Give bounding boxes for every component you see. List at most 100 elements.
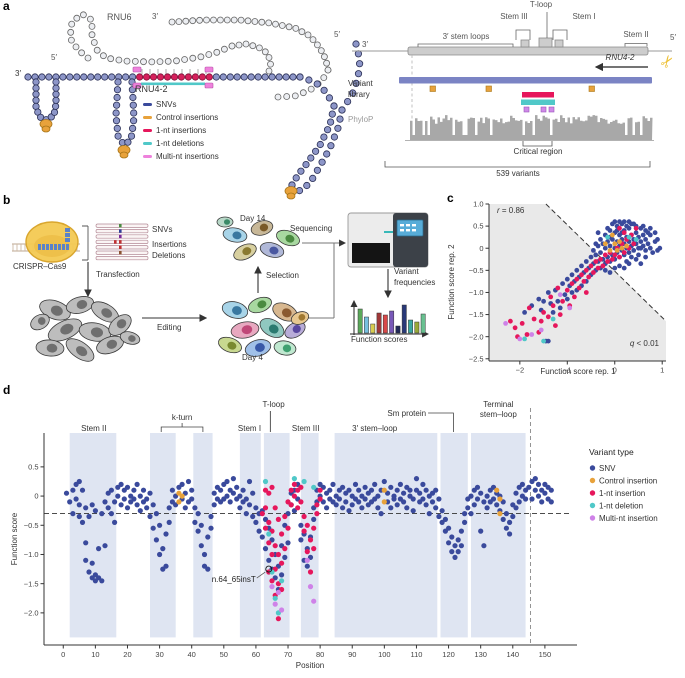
panel-a-label: a xyxy=(3,0,10,13)
sgrna-icon xyxy=(65,238,70,242)
oligo-icon xyxy=(95,223,149,228)
legend-item-label: Control insertion xyxy=(599,476,657,485)
variant-frequencies-label-2: frequencies xyxy=(394,278,436,287)
oligo-icon xyxy=(95,234,149,239)
structure-legend-item: Control insertions xyxy=(143,113,218,122)
legend-dot xyxy=(589,490,596,496)
multi-nt-marker xyxy=(132,66,142,73)
multi-nt-marker xyxy=(204,82,214,89)
legend-item-label: 1-nt deletion xyxy=(599,501,643,510)
d-x-tick-label: 90 xyxy=(348,650,356,659)
variant-annotation-label: n.64_65insT xyxy=(212,575,256,584)
d-y-tick-label: −2.0 xyxy=(24,608,39,617)
c-x-tick-label: −1 xyxy=(563,366,572,375)
d-x-tick-label: 10 xyxy=(91,650,99,659)
selected-cells-day14 xyxy=(216,216,300,261)
oligo-icon xyxy=(95,239,149,244)
selection-label: Selection xyxy=(266,271,299,280)
structure-band xyxy=(193,433,213,638)
legend-label: Control insertions xyxy=(156,113,219,122)
rnu4-structure-label: RNU4-2 xyxy=(135,84,168,94)
sequencing-label: Sequencing xyxy=(290,224,333,233)
structure-band xyxy=(150,433,176,638)
oligo-icon xyxy=(95,256,149,261)
region-bracket xyxy=(160,423,204,432)
c-y-tick-label: −2.0 xyxy=(469,332,484,341)
c-y-tick-label: 1.0 xyxy=(473,200,483,209)
c-x-tick-label: 0 xyxy=(613,366,617,375)
edited-cells-day4 xyxy=(218,296,310,357)
region-label: T-loop xyxy=(262,400,285,409)
c-y-tick-label: −0.5 xyxy=(469,266,484,275)
total-variants-label: 539 variants xyxy=(496,169,540,178)
region-label: Stem III xyxy=(292,424,320,433)
region-label: Stem II xyxy=(81,424,106,433)
legend-dot xyxy=(589,515,596,521)
total-variants-bracket xyxy=(384,161,651,168)
points-1-nt-deletion xyxy=(522,234,639,344)
multi-nt-marker xyxy=(548,106,555,113)
c-x-tick-label: −2 xyxy=(516,366,525,375)
c-y-tick-label: −1.0 xyxy=(469,288,484,297)
points-snv xyxy=(63,476,554,593)
legend-title: Variant type xyxy=(589,447,634,457)
c-y-tick-label: −2.5 xyxy=(469,354,484,363)
legend-swatch xyxy=(143,154,152,159)
structure-band xyxy=(334,433,438,638)
d-y-tick-label: 0 xyxy=(34,492,38,501)
c-x-axis-label: Function score rep. 1 xyxy=(540,367,616,376)
c-y-tick-label: 0.5 xyxy=(473,222,483,231)
stem-loops-bracket xyxy=(417,43,514,47)
points-multi-nt-insertion xyxy=(269,557,317,613)
multi-nt-marker xyxy=(540,106,547,113)
unedited-cells xyxy=(30,296,141,362)
control-insertion-marker xyxy=(429,85,436,92)
transfection-label: Transfection xyxy=(96,270,140,279)
correlation-annotation: r = 0.86 xyxy=(497,206,525,215)
function-scores-label: Function scores xyxy=(351,335,408,344)
structure-legend-item: Multi-nt insertions xyxy=(143,152,219,161)
c-y-tick-label: 0 xyxy=(479,244,483,253)
legend-item-label: 1-nt insertion xyxy=(599,489,645,498)
deletion-region-bar xyxy=(141,82,205,86)
c-y-tick-label: −1.5 xyxy=(469,310,484,319)
snv-library-bar xyxy=(399,77,652,84)
d-x-tick-label: 100 xyxy=(378,650,391,659)
q-value-annotation: q < 0.01 xyxy=(629,339,659,348)
legend-dot xyxy=(589,477,596,484)
legend-swatch xyxy=(143,115,152,120)
deletion-bar xyxy=(521,99,555,105)
d-y-tick-label: 0.5 xyxy=(28,462,38,471)
structure-legend-item: 1-nt deletions xyxy=(143,139,204,148)
multi-nt-marker xyxy=(204,66,214,73)
editing-label: Editing xyxy=(157,323,182,332)
region-label: 3′ stem–loop xyxy=(352,424,398,433)
d-x-tick-label: 120 xyxy=(442,650,455,659)
legend-label: 1-nt insertions xyxy=(156,126,207,135)
legend-swatch xyxy=(143,141,152,146)
d-x-tick-label: 30 xyxy=(155,650,163,659)
insertions-label: Insertions xyxy=(152,240,187,249)
feature-box xyxy=(538,37,553,48)
crispr-workflow xyxy=(12,212,430,362)
genemap-3prime-label: 3′ xyxy=(362,40,368,49)
panel-d-label: d xyxy=(3,383,11,397)
day4-label: Day 4 xyxy=(242,353,263,362)
variant-frequencies-label-1: Variant xyxy=(394,267,419,276)
phylop-track xyxy=(410,115,653,140)
d-y-tick-label: −1.5 xyxy=(24,579,39,588)
region-label: stem–loop xyxy=(480,410,517,419)
d-x-tick-label: 60 xyxy=(252,650,260,659)
structure-legend-item: SNVs xyxy=(143,100,176,109)
region-label: k-turn xyxy=(172,413,192,422)
rnu6-5prime-label: 5′ xyxy=(51,53,57,62)
bar-chart-icon xyxy=(350,299,430,338)
stem-iii-bracket xyxy=(515,29,531,40)
region-label: Terminal xyxy=(483,400,513,409)
structure-band xyxy=(239,433,261,638)
legend-dot xyxy=(589,502,596,509)
points-control-insertion xyxy=(602,232,629,253)
variant-library-label-1: Variant xyxy=(348,79,373,88)
